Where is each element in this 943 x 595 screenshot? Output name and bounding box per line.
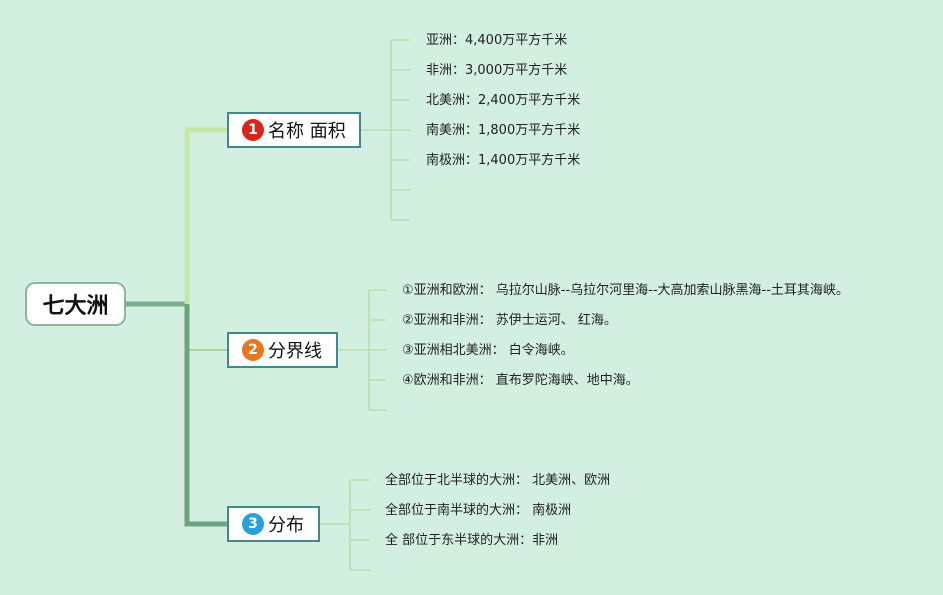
branch-2-leaf-lines bbox=[338, 289, 386, 411]
leaf-asia-north-america-boundary[interactable]: ③亚洲相北美洲： 白令海峡。 bbox=[402, 343, 574, 358]
leaf-antarctica-area[interactable]: 南极洲：1,400万平方千米 bbox=[426, 153, 581, 168]
leaf-africa-area[interactable]: 非洲：3,000万平方千米 bbox=[426, 63, 568, 78]
branch-label: 分布 bbox=[268, 515, 304, 536]
leaf-europe-africa-boundary[interactable]: ④欧洲和非洲： 直布罗陀海峡、地中海。 bbox=[402, 373, 639, 388]
leaf-asia-europe-boundary[interactable]: ①亚洲和欧洲： 乌拉尔山脉--乌拉尔河里海--大高加索山脉黑海--土耳其海峡。 bbox=[402, 283, 849, 298]
number-2-badge-icon: 2 bbox=[242, 339, 264, 361]
branch-node-distribution[interactable]: 3 分布 bbox=[227, 506, 320, 542]
branch-3-connector bbox=[184, 304, 227, 527]
leaf-north-america-area[interactable]: 北美洲：2,400万平方千米 bbox=[426, 93, 581, 108]
central-topic[interactable]: 七大洲 bbox=[25, 282, 126, 326]
branch-node-boundaries[interactable]: 2 分界线 bbox=[227, 332, 338, 368]
leaf-southern-hemisphere[interactable]: 全部位于南半球的大洲： 南极洲 bbox=[385, 503, 572, 518]
branch-3-leaf-lines bbox=[320, 479, 370, 571]
leaf-asia-africa-boundary[interactable]: ②亚洲和非洲： 苏伊士运河、 红海。 bbox=[402, 313, 617, 328]
branch-1-connector bbox=[184, 127, 227, 304]
leaf-eastern-hemisphere[interactable]: 全 部位于东半球的大洲：非洲 bbox=[385, 533, 559, 548]
number-1-badge-icon: 1 bbox=[242, 119, 264, 141]
leaf-northern-hemisphere[interactable]: 全部位于北半球的大洲： 北美洲、欧洲 bbox=[385, 473, 611, 488]
branch-label: 名称 面积 bbox=[268, 121, 346, 142]
branch-1-leaf-lines bbox=[361, 39, 410, 221]
leaf-asia-area[interactable]: 亚洲：4,400万平方千米 bbox=[426, 33, 568, 48]
branch-node-names-area[interactable]: 1 名称 面积 bbox=[227, 112, 361, 148]
leaf-south-america-area[interactable]: 南美洲：1,800万平方千米 bbox=[426, 123, 581, 138]
branch-label: 分界线 bbox=[268, 341, 322, 362]
central-topic-label: 七大洲 bbox=[42, 294, 109, 319]
number-3-badge-icon: 3 bbox=[242, 513, 264, 535]
